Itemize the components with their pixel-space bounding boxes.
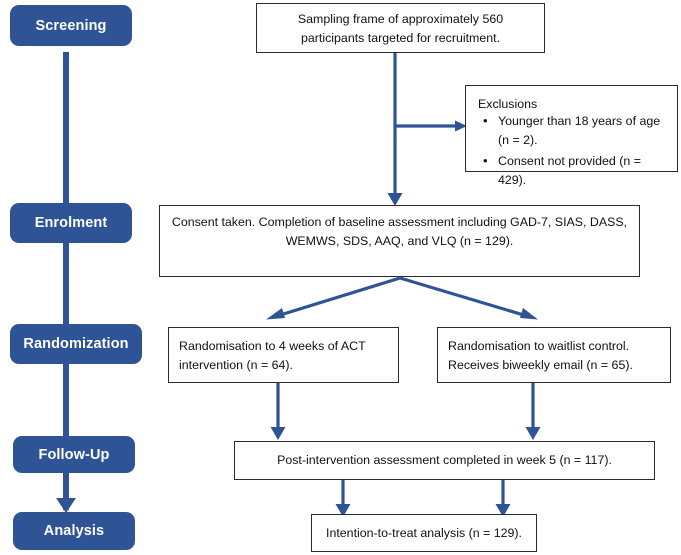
stage-spine-segment-1 (63, 52, 69, 217)
post-intervention-line-1: Post-intervention assessment completed i… (277, 453, 612, 467)
intervention-arm-line-2: intervention (n = 64). (179, 358, 293, 373)
sampling-frame-line-2: participants targeted for recruitment. (300, 31, 501, 46)
exclusions-list-item: Consent not provided (n = 429). (483, 151, 669, 189)
box-sampling-frame: Sampling frame of approximately 560 part… (256, 3, 545, 53)
box-consent-baseline: Consent taken. Completion of baseline as… (159, 205, 640, 277)
connector-intervention-to-post (270, 383, 295, 443)
connector-post-to-itt-left (335, 480, 360, 520)
consent-baseline-line-2: WEMWS, SDS, AAQ, and VLQ (n = 129). (285, 234, 514, 249)
stage-label-randomization[interactable]: Randomization (10, 324, 142, 364)
connector-top-to-exclusions (392, 53, 472, 143)
exclusions-heading: Exclusions (478, 97, 538, 111)
box-intervention-arm: Randomisation to 4 weeks of ACT interven… (168, 327, 399, 383)
stage-label-analysis[interactable]: Analysis (13, 512, 135, 550)
stage-spine-segment-2 (63, 205, 69, 340)
exclusions-list-item: Younger than 18 years of age (n = 2). (483, 111, 669, 149)
control-arm-line-2: Receives biweekly email (n = 65). (448, 358, 633, 373)
spine-arrowhead-into-analysis (50, 492, 84, 514)
connector-top-to-consent (387, 140, 412, 208)
sampling-frame-line-1: Sampling frame of approximately 560 (297, 12, 504, 26)
stage-spine-segment-3 (63, 330, 69, 440)
connector-post-to-itt-right (495, 480, 520, 520)
exclusions-list: Younger than 18 years of age (n = 2). Co… (478, 111, 669, 192)
stage-label-follow-up[interactable]: Follow-Up (13, 436, 135, 473)
itt-analysis-line-1: Intention-to-treat analysis (n = 129). (326, 526, 522, 540)
consent-baseline-line-1: Consent taken. Completion of baseline as… (171, 215, 628, 229)
stage-label-enrolment[interactable]: Enrolment (10, 203, 132, 243)
stage-label-screening[interactable]: Screening (10, 5, 132, 46)
intervention-arm-line-1: Randomisation to 4 weeks of ACT (179, 339, 366, 353)
connector-control-to-post (525, 383, 550, 443)
box-itt-analysis: Intention-to-treat analysis (n = 129). (311, 514, 537, 552)
box-control-arm: Randomisation to waitlist control. Recei… (437, 327, 671, 383)
box-post-intervention: Post-intervention assessment completed i… (234, 441, 655, 480)
box-exclusions: Exclusions Younger than 18 years of age … (465, 85, 678, 187)
connector-consent-to-arms (255, 276, 550, 328)
control-arm-line-1: Randomisation to waitlist control. (448, 339, 630, 353)
